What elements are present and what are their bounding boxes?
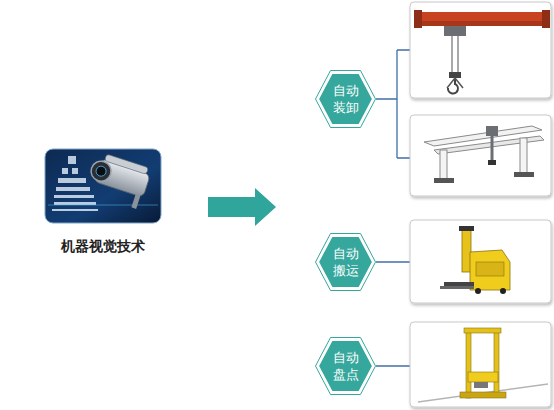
hexagon-outline — [315, 233, 376, 291]
hexagon-shape — [318, 340, 373, 392]
end-truck — [414, 10, 422, 28]
chart-mark — [68, 156, 76, 164]
hexagon-ring — [316, 71, 376, 128]
camera-symbol — [84, 151, 152, 210]
hexagon-outline — [315, 337, 376, 395]
picture-box — [410, 2, 551, 98]
hexagon-node: 自动 搬运 — [315, 233, 376, 291]
gantry-foot — [434, 178, 454, 183]
hexagon-outline — [315, 70, 376, 128]
chart-mark — [72, 168, 78, 174]
chart-mark — [58, 178, 86, 183]
block-arrow — [208, 188, 276, 226]
gantry-gripper — [488, 160, 496, 165]
fork — [440, 286, 474, 289]
mast-top — [459, 226, 474, 231]
wheel — [475, 288, 481, 294]
crane-girder — [418, 21, 546, 26]
leader-line — [376, 365, 410, 366]
gantry-leg — [440, 150, 447, 180]
stacker-post — [466, 330, 471, 398]
picture-node: 机器视觉技术 — [44, 148, 162, 256]
picture-box — [410, 322, 551, 407]
agv-panel — [476, 262, 504, 276]
trolley — [444, 26, 466, 36]
gantry-foot — [514, 172, 534, 177]
gantry-arm — [491, 136, 494, 160]
leader-lines — [376, 50, 410, 366]
node-title: 机器视觉技术 — [34, 238, 172, 256]
stacker-motor — [474, 382, 488, 388]
picture-frame — [45, 149, 161, 223]
chart-mark — [54, 195, 94, 198]
chart-mark — [62, 168, 68, 174]
camera-picture — [45, 149, 161, 223]
picture-box — [410, 115, 551, 196]
stacker-top — [464, 328, 501, 333]
gantry-carriage — [486, 126, 498, 136]
overhead-crane — [414, 10, 550, 94]
branch-line — [376, 50, 410, 158]
stacker-crane — [418, 328, 548, 402]
eye-chart — [52, 156, 98, 211]
hoist-cable — [458, 36, 459, 72]
hexagon-node: 自动 装卸 — [315, 70, 376, 128]
stacker-base — [460, 392, 506, 398]
node-label: 自动 搬运 — [329, 245, 363, 279]
crane-girder — [418, 12, 546, 21]
hexagon-ring — [316, 338, 376, 395]
chart-mark — [56, 187, 90, 191]
wheel — [500, 288, 506, 294]
leader-line — [376, 261, 410, 262]
chart-mark — [52, 209, 98, 211]
fork — [444, 282, 474, 286]
agv-body — [470, 250, 510, 290]
hook-block — [449, 72, 461, 78]
hexagon-node: 自动 盘点 — [315, 337, 376, 395]
stacker-carriage — [468, 372, 498, 382]
agv-forklift — [440, 226, 510, 294]
lens-glass — [95, 165, 108, 178]
gantry-robot — [424, 126, 544, 183]
node-label: 自动 装卸 — [329, 82, 363, 116]
node-label: 自动 盘点 — [329, 349, 363, 383]
picture-box — [410, 220, 551, 303]
end-truck — [542, 10, 550, 28]
stacker-post — [494, 330, 499, 394]
grab-jaws — [447, 78, 463, 88]
camera-lens — [88, 159, 113, 184]
camera-mount — [131, 194, 140, 209]
hoist-cable — [452, 36, 453, 72]
hexagon-shape — [318, 73, 373, 125]
gantry-leg — [520, 138, 527, 174]
hexagon-shape — [318, 236, 373, 288]
chart-mark — [54, 202, 96, 205]
picture-boxes — [410, 2, 551, 407]
hexagon-ring — [316, 234, 376, 291]
scan-line — [48, 205, 158, 206]
